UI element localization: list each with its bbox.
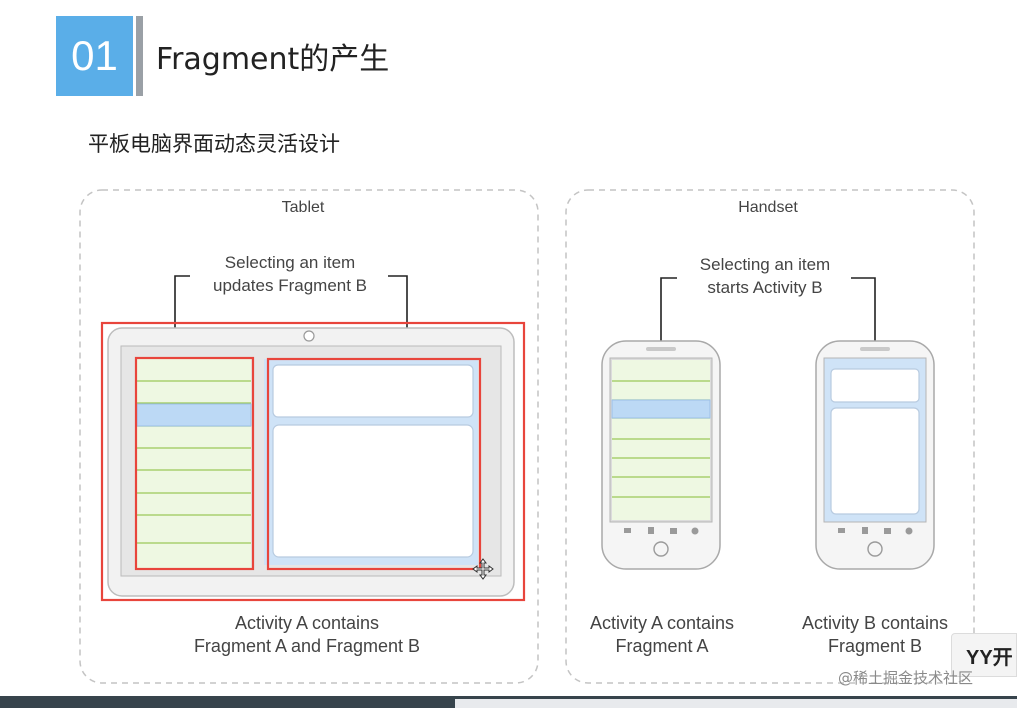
tablet-panel (79, 189, 539, 684)
tablet-fragment-b-main-card (272, 424, 474, 558)
handset-b-home-button (867, 541, 883, 557)
tablet-highlight-outer (100, 321, 526, 602)
tablet-caption-line-1: Activity A contains (235, 613, 379, 633)
tablet-camera (303, 330, 315, 342)
bottom-bar-light (455, 699, 1017, 708)
handset-callout-line-2: starts Activity B (707, 278, 822, 297)
tablet-label: Tablet (282, 199, 325, 216)
tablet-caption-line-2: Fragment A and Fragment B (194, 636, 420, 656)
handset-a-caption-line-2: Fragment A (615, 636, 708, 656)
tablet-highlight-fragment-a (134, 356, 255, 571)
section-number-badge: 01 (56, 16, 133, 96)
handset-arrow (851, 277, 882, 361)
handset-b-caption-line-1: Activity B contains (802, 613, 948, 633)
handset-b-top-card (830, 368, 920, 403)
handset-b-caption-line-2: Fragment B (828, 636, 922, 656)
tablet-callout-line-2: updates Fragment B (213, 276, 367, 295)
handset-b-main-card (830, 407, 920, 515)
handset-panel (565, 189, 975, 684)
handset-a-nav-keys (624, 527, 699, 535)
handset-b-nav-keys (838, 527, 913, 535)
move-cursor-icon (472, 558, 494, 580)
page-title: Fragment的产生 (156, 42, 390, 77)
tablet-fragment-a-list (137, 359, 251, 568)
subtitle: 平板电脑界面动态灵活设计 (88, 132, 340, 156)
handset-left-connector (660, 277, 677, 358)
tablet-arrow (388, 275, 414, 357)
bottom-bar (0, 696, 1017, 708)
tablet-selected-item (136, 403, 252, 427)
handset-a-selected-item (611, 399, 711, 419)
handset-callout-line-1: Selecting an item (700, 255, 830, 274)
handset-a-caption-line-1: Activity A contains (590, 613, 734, 633)
handset-label: Handset (738, 199, 798, 216)
tablet-callout-line-1: Selecting an item (225, 253, 355, 272)
overlay-chip[interactable]: YY开 (951, 633, 1017, 677)
handset-b-speaker (860, 347, 890, 351)
handset-a-list (612, 360, 710, 520)
badge-divider (136, 16, 143, 96)
watermark: @稀土掘金技术社区 (838, 669, 974, 687)
handset-a-home-button (653, 541, 669, 557)
tablet-fragment-b-top-card (272, 364, 474, 418)
handset-a-speaker (646, 347, 676, 351)
tablet-highlight-fragment-b (266, 357, 482, 571)
